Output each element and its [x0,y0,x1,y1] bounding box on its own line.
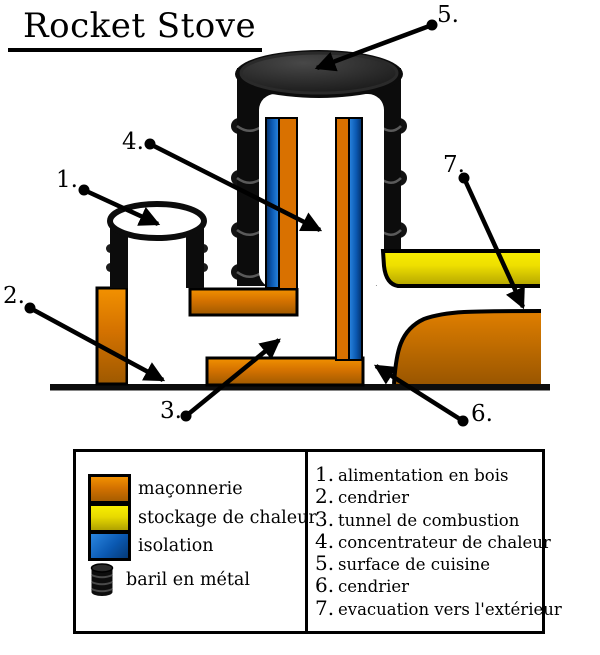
part-item: 3. tunnel de combustion [315,506,537,531]
legend-label: isolation [138,536,214,556]
callout-label-4: 4. [122,129,144,155]
legend-label: baril en métal [126,570,250,590]
part-label: cendrier [338,488,410,508]
part-item: 2. cendrier [315,484,537,509]
callout-label-7: 7. [443,152,465,178]
part-number: 2. [315,484,335,509]
masonry-riser-left [278,117,298,290]
masonry-left-column [95,286,129,386]
legend-label: maçonnerie [138,479,243,499]
part-label: alimentation en bois [338,466,509,485]
part-item: 7. evacuation vers l'extérieur [315,595,562,620]
ground-line [50,384,550,391]
part-number: 4. [315,528,335,553]
part-number: 6. [315,573,335,598]
panel-divider [305,452,308,631]
part-item: 4. concentrateur de chaleur [315,528,551,553]
masonry-mound [392,309,542,385]
legend-label: stockage de chaleur [138,508,317,528]
heat-riser-columns [265,117,363,361]
arrow-1 [83,187,161,227]
part-number: 3. [315,506,335,531]
legend-item-insulation: isolation [88,531,214,561]
callout-label-2: 2. [3,283,25,309]
masonry-swatch [88,474,131,504]
part-label: surface de cuisine [338,555,491,575]
part-number: 1. [315,462,335,486]
part-label: cendrier [338,577,410,597]
callout-label-6: 6. [471,401,493,427]
callout-label-3: 3. [160,398,182,424]
legend-item-heat-storage: stockage de chaleur [88,503,317,533]
insulation-swatch [88,531,131,561]
part-label: evacuation vers l'extérieur [338,599,562,619]
arrow-3 [184,338,281,418]
part-label: concentrateur de chaleur [338,532,551,552]
rocket-stove-diagram [24,19,550,427]
masonry-tunnel-top [188,287,299,317]
part-number: 5. [315,551,335,576]
callout-label-1: 1. [56,167,78,193]
insulation-right [348,117,363,361]
callout-arrows [24,19,526,427]
page-title-underline: Rocket Stove [8,6,263,52]
arrow-4 [148,141,323,233]
legend-panel: maçonnerie stockage de chaleur isolation… [73,449,562,634]
heat-storage-band [380,249,540,288]
callout-label-5: 5. [437,2,459,28]
part-item: 6. cendrier [315,573,537,598]
page-title: Rocket Stove [23,6,257,46]
masonry-tunnel-floor [205,356,365,387]
cooking-surface [239,51,399,95]
legend-item-metal-barrel: baril en métal [90,562,250,598]
part-label: tunnel de combustion [338,510,520,530]
heat-storage-swatch [88,503,131,533]
parts-list: 1. alimentation en bois 2. cendrier 3. t… [315,462,562,620]
arrow-2 [28,306,166,382]
arrow-7 [461,177,526,310]
part-item: 5. surface de cuisine [315,551,537,576]
masonry-riser-right [335,117,350,361]
metal-barrel-icon [90,563,114,596]
legend-item-masonry: maçonnerie [88,474,243,504]
part-item: 1. alimentation en bois [315,462,537,486]
arrow-5 [314,22,433,72]
masonry-structure [95,286,365,387]
part-number: 7. [315,595,335,620]
arrow-6 [373,364,465,423]
